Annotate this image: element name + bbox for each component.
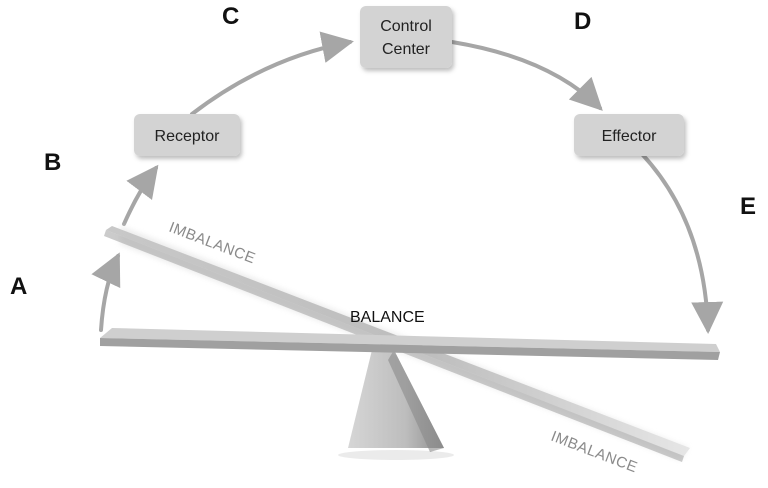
receptor-label: Receptor [155,128,221,145]
letter-e: E [740,193,756,220]
receptor-box: Receptor [134,114,240,156]
arrow-control-to-effector [450,40,603,111]
feedback-loop [91,31,724,334]
level-beam [100,328,720,360]
arrow-b-to-receptor [122,164,159,226]
letter-d: D [574,8,591,35]
letter-a: A [10,273,27,300]
control-center-box: Control Center [360,6,452,68]
arrow-a-to-b [91,252,121,332]
balance-label: BALANCE [350,309,425,326]
letter-b: B [44,149,61,176]
effector-box: Effector [574,114,684,156]
control-center-label-line2: Center [382,41,431,58]
fulcrum [338,350,454,460]
control-center-label-line1: Control [380,18,432,35]
arrow-effector-to-e [640,152,724,334]
effector-label: Effector [602,128,658,145]
arrow-receptor-to-control [190,31,354,116]
letter-c: C [222,3,239,30]
